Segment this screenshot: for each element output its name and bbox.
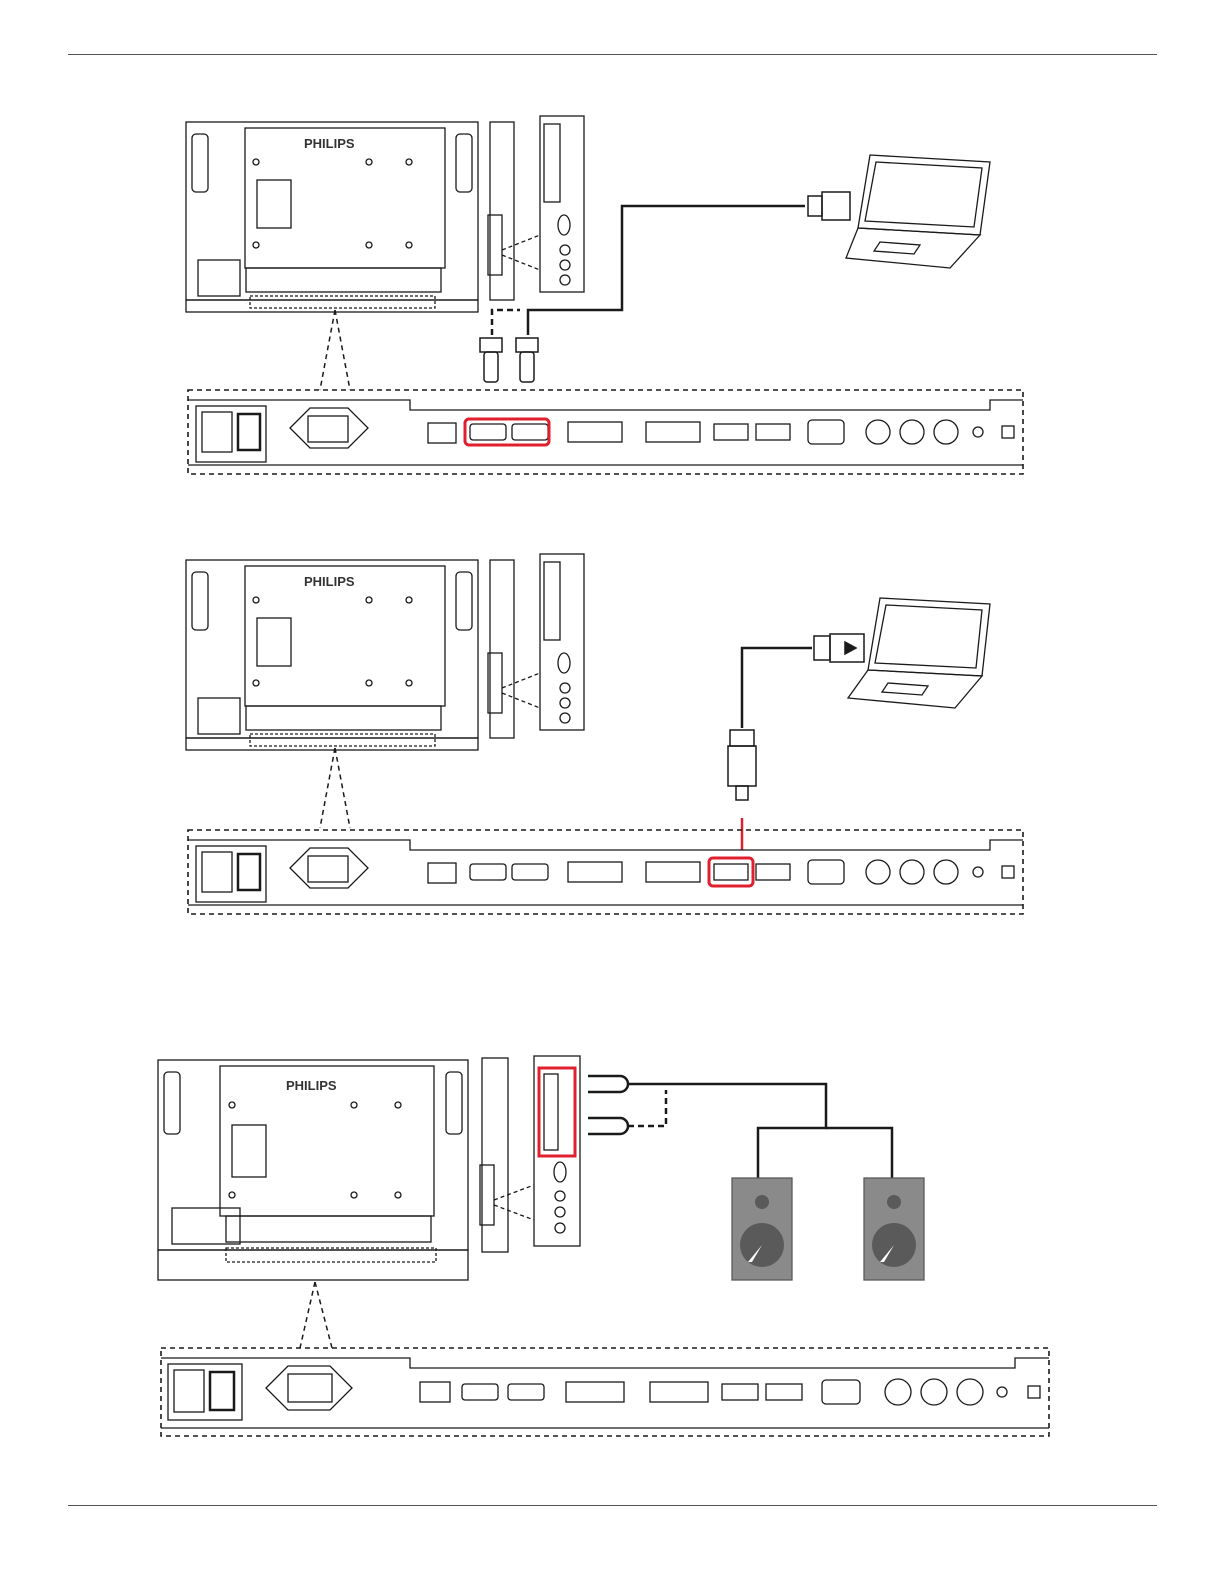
displayport-plug-laptop <box>814 634 864 662</box>
header-rule <box>68 54 1157 55</box>
laptop-icon <box>848 598 990 708</box>
philips-logo: PHILIPS <box>304 136 355 151</box>
philips-logo: PHILIPS <box>304 574 355 589</box>
terminal-panel <box>188 830 1023 914</box>
speaker-wires <box>588 1076 892 1178</box>
display-side-view <box>488 554 584 738</box>
displayport-in-highlight <box>709 858 753 886</box>
hdmi-connection-diagram: PHILIPS <box>0 110 1225 490</box>
philips-logo: PHILIPS <box>286 1078 337 1093</box>
speaker-icon <box>864 1178 924 1280</box>
terminal-panel <box>161 1348 1049 1436</box>
displayport-cable <box>742 648 812 728</box>
display-rear-panel: PHILIPS <box>186 560 478 750</box>
hdmi-cable <box>492 206 805 335</box>
hdmi-plug-display <box>480 338 538 382</box>
display-side-view <box>480 1056 580 1252</box>
hdmi-plug-laptop <box>808 192 850 220</box>
displayport-connection-diagram: PHILIPS <box>0 548 1225 928</box>
displayport-plug-display <box>728 730 756 800</box>
footer-rule <box>68 1505 1157 1506</box>
display-rear-panel: PHILIPS <box>158 1060 468 1280</box>
hdmi-ports-highlight <box>465 419 549 445</box>
terminal-panel <box>188 390 1023 474</box>
display-rear-panel: PHILIPS <box>186 122 478 312</box>
speaker-connection-diagram: PHILIPS <box>0 1050 1225 1450</box>
display-side-view <box>488 116 584 300</box>
speaker-icon <box>732 1178 792 1280</box>
laptop-icon <box>846 155 990 268</box>
